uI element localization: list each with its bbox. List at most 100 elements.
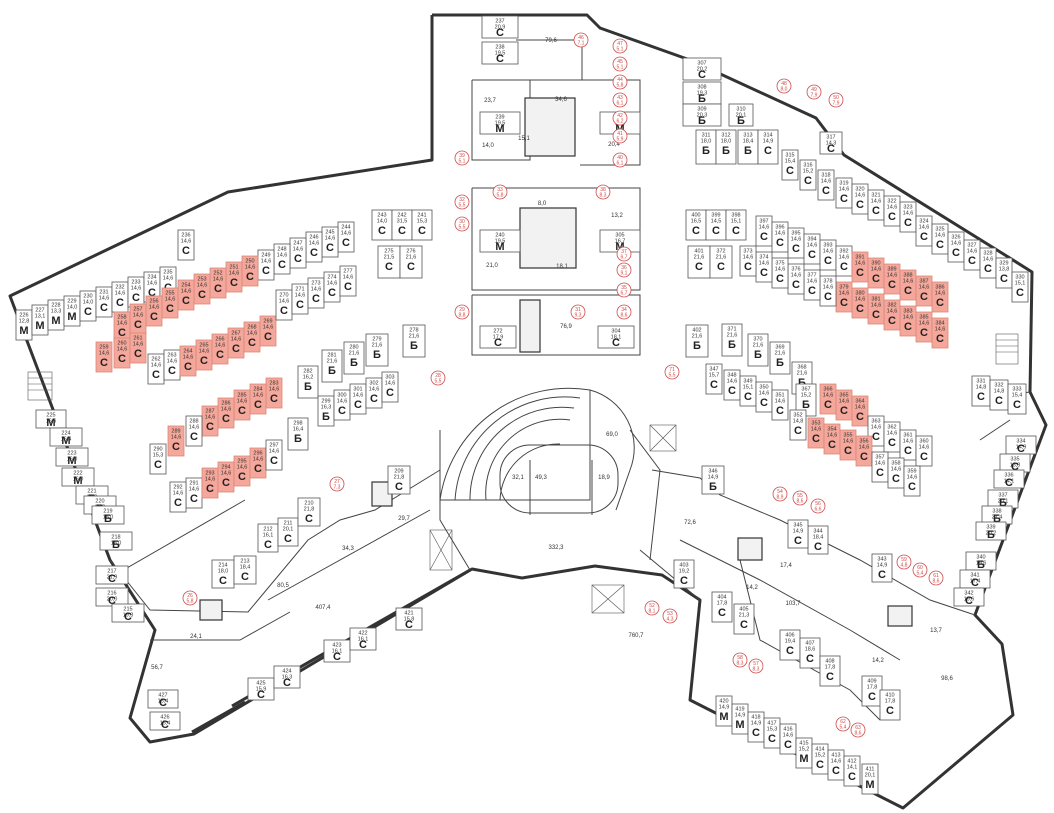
parking-spot-56[interactable]: 566,6 [810, 498, 826, 514]
unit-cell[interactable] [771, 389, 789, 421]
parking-spot-57[interactable]: 578,3 [748, 658, 764, 674]
unit-cell[interactable] [287, 417, 309, 451]
unit-cell[interactable] [739, 245, 757, 277]
parking-tag-circle[interactable] [612, 128, 628, 144]
parking-tag-circle[interactable] [454, 194, 470, 210]
unit-cell[interactable] [91, 505, 125, 525]
unit-cell[interactable] [297, 365, 319, 399]
unit-cell[interactable] [975, 521, 1007, 541]
parking-tag-circle[interactable] [664, 364, 680, 380]
parking-tag-circle[interactable] [928, 570, 944, 586]
unit-cell[interactable] [597, 325, 635, 349]
unit-cell[interactable] [757, 129, 779, 165]
parking-tag-circle[interactable] [492, 184, 508, 200]
unit-cell[interactable] [721, 323, 743, 357]
unit-cell[interactable] [339, 265, 357, 297]
unit-cell[interactable] [855, 435, 873, 467]
parking-tag-circle[interactable] [612, 56, 628, 72]
unit-cell[interactable] [733, 603, 755, 635]
unit-cell[interactable] [481, 15, 519, 39]
parking-spot-33[interactable]: 335,8 [492, 184, 508, 200]
unit-cell[interactable] [149, 443, 167, 475]
parking-spot-58[interactable]: 588,3 [732, 652, 748, 668]
parking-tag-circle[interactable] [644, 600, 660, 616]
unit-cell[interactable] [55, 447, 89, 467]
unit-cell[interactable] [715, 129, 737, 165]
parking-tag-circle[interactable] [573, 32, 589, 48]
parking-spot-50[interactable]: 507,9 [828, 92, 844, 108]
unit-cell[interactable] [399, 245, 423, 279]
parking-spot-35[interactable]: 356,7 [616, 282, 632, 298]
unit-cell[interactable] [817, 169, 835, 201]
parking-spot-40[interactable]: 406,1 [612, 152, 628, 168]
unit-cell[interactable] [402, 324, 426, 358]
parking-tag-circle[interactable] [662, 608, 678, 624]
unit-cell[interactable] [747, 333, 769, 367]
unit-cell[interactable] [799, 637, 821, 669]
unit-cell[interactable] [769, 341, 791, 375]
unit-cell[interactable] [711, 591, 733, 623]
parking-spot-46[interactable]: 467,1 [573, 32, 589, 48]
parking-tag-circle[interactable] [748, 658, 764, 674]
unit-cell[interactable] [709, 245, 733, 279]
unit-cell[interactable] [728, 103, 754, 127]
